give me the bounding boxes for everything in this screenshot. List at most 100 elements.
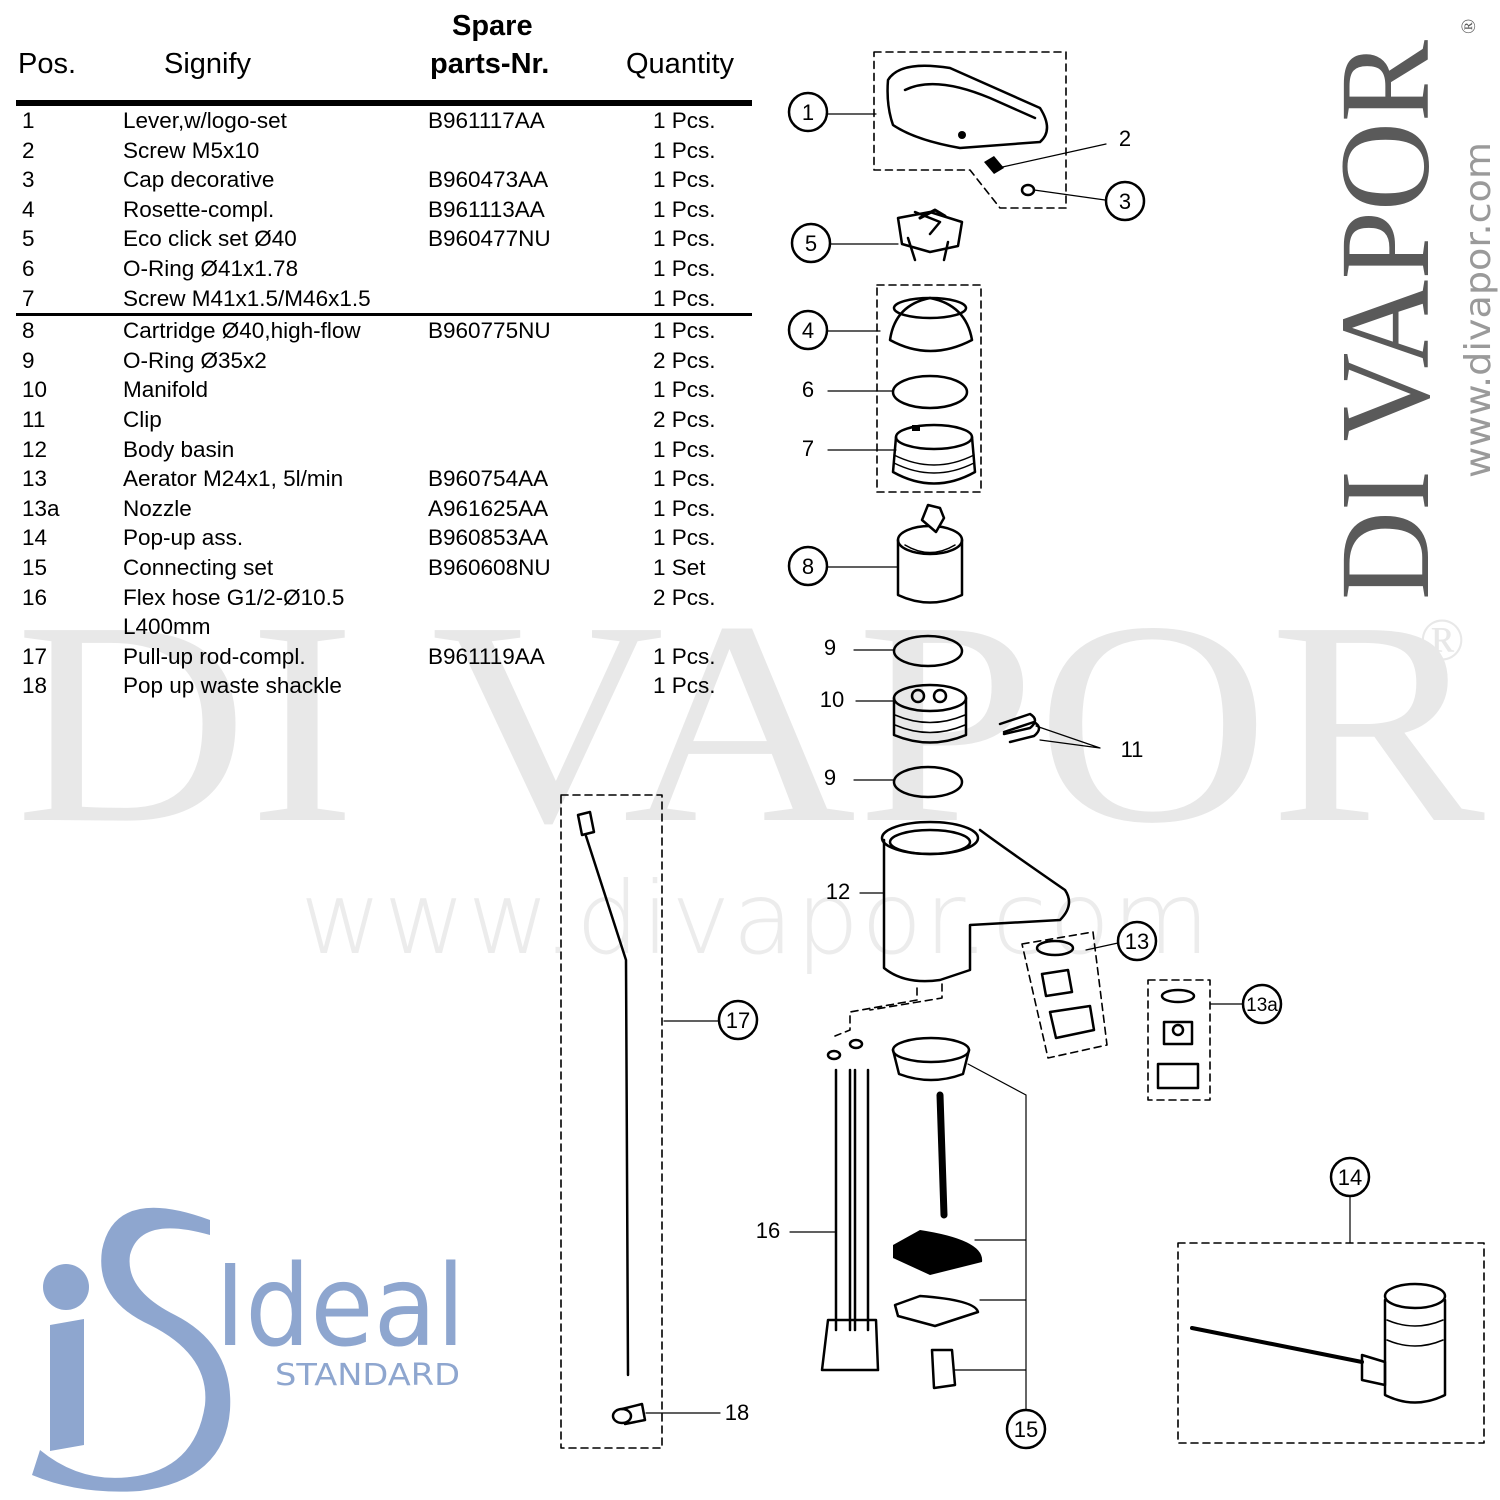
row-signify: O-Ring Ø41x1.78 <box>123 255 299 281</box>
header-quantity: Quantity <box>626 48 734 80</box>
row-qty: 2 Pcs. <box>653 347 716 373</box>
row-part-nr: A961625AA <box>428 495 549 521</box>
table-row: 10 Manifold 1 Pcs. <box>16 375 752 405</box>
table-row: 8 Cartridge Ø40,high-flow B960775NU 1 Pcs. <box>16 316 752 346</box>
group-rosette <box>876 284 982 493</box>
row-pos: 9 <box>22 347 35 373</box>
row-qty: 1 Pcs. <box>653 108 716 133</box>
callout-circle-8 <box>787 545 829 587</box>
row-qty: 1 Pcs. <box>653 466 716 492</box>
row-pos: 2 <box>22 137 35 163</box>
row-pos: 11 <box>22 406 46 432</box>
part-connecting-set <box>891 1036 983 1390</box>
ideal-standard-logo: Ideal STANDARD <box>32 1207 465 1492</box>
row-qty: 1 Pcs. <box>653 167 716 193</box>
watermark-brand-text: DI VAPOR <box>15 585 1487 835</box>
row-part-nr: B960473AA <box>428 167 549 193</box>
part-body-basin <box>880 820 1071 983</box>
part-screw-ring <box>891 423 977 485</box>
header-spare-line1: Spare <box>452 10 533 42</box>
callout-6: 6 <box>802 377 814 402</box>
row-qty: 1 Pcs. <box>653 643 716 669</box>
part-oring-6 <box>891 374 969 410</box>
row-pos: 14 <box>22 525 48 551</box>
row-signify: Pop up waste shackle <box>123 673 342 699</box>
callout-1: 1 <box>802 100 814 125</box>
row-qty: 2 Pcs. <box>653 406 716 432</box>
row-signify: Lever,w/logo-set <box>123 108 287 133</box>
table-header: Pos. Signify Spare parts-Nr. Quantity <box>16 6 752 106</box>
callout-circle-3 <box>1104 180 1146 222</box>
row-signify: Connecting set <box>123 554 274 580</box>
logo-stem <box>50 1319 84 1451</box>
row-pos: 8 <box>22 318 35 344</box>
row-part-nr: B961113AA <box>428 196 545 222</box>
row-signify: Manifold <box>123 377 209 403</box>
callout-16: 16 <box>756 1218 780 1243</box>
row-part-nr: B960608NU <box>428 554 551 580</box>
row-pos: 12 <box>22 436 48 462</box>
part-cartridge <box>896 503 964 604</box>
row-signify: Cartridge Ø40,high-flow <box>123 318 361 344</box>
row-pos: 13 <box>22 466 48 492</box>
watermark-url: www.divapor.com <box>300 860 1212 977</box>
part-nozzle <box>1156 988 1200 1090</box>
part-lever <box>886 64 1049 150</box>
part-aerator <box>1035 939 1096 1040</box>
row-pos: 13a <box>22 495 60 521</box>
group-lever <box>873 51 1067 209</box>
part-cap <box>1020 183 1036 197</box>
row-qty: 1 Pcs. <box>653 255 716 281</box>
callout-circle-13a <box>1241 983 1283 1025</box>
row-qty: 1 Pcs. <box>653 673 716 699</box>
callout-labels: 1 2 3 4 5 6 7 8 9 10 11 9 12 13 13a 14 1… <box>717 91 1371 1450</box>
row-part-nr: B960775NU <box>428 318 551 344</box>
callout-circle-14 <box>1329 1156 1371 1198</box>
row-qty: 1 Pcs. <box>653 137 716 163</box>
row-qty: 1 Set <box>653 554 706 580</box>
watermark-registered-mark: ® <box>1419 607 1465 673</box>
callout-2: 2 <box>1119 126 1131 151</box>
callout-9-top: 9 <box>824 635 836 660</box>
row-signify: Aerator M24x1, 5l/min <box>123 466 344 492</box>
part-clips <box>998 712 1041 744</box>
callout-circle-1 <box>787 91 829 133</box>
part-popup <box>1190 1282 1447 1404</box>
brand-vertical: DI VAPOR ® www.divapor.com <box>1320 19 1499 600</box>
part-manifold <box>892 683 968 744</box>
header-spare-line2: parts-Nr. <box>430 48 550 80</box>
row-pos: 17 <box>22 643 48 669</box>
row-signify: Clip <box>123 406 162 432</box>
brand-vertical-text: DI VAPOR <box>1320 39 1456 600</box>
callout-5: 5 <box>805 231 817 256</box>
logo-sub: STANDARD <box>275 1358 460 1393</box>
callout-7: 7 <box>802 436 814 461</box>
callout-9-bottom: 9 <box>824 765 836 790</box>
row-signify: Nozzle <box>123 495 192 521</box>
row-part-nr: B960853AA <box>428 525 549 551</box>
row-qty: 1 Pcs. <box>653 318 716 344</box>
row-qty: 1 Pcs. <box>653 377 716 403</box>
table-row: L400mm <box>16 612 752 642</box>
row-part-nr: B961119AA <box>428 643 545 669</box>
row-signify: Rosette-compl. <box>123 196 275 222</box>
dashed-hose-guide <box>834 983 943 1037</box>
group-popup <box>1177 1242 1485 1444</box>
row-qty: 1 Pcs. <box>653 525 716 551</box>
row-signify: Pop-up ass. <box>123 525 244 551</box>
part-eco-click <box>896 208 964 262</box>
logo-word: Ideal <box>215 1242 465 1372</box>
group-rod <box>560 794 663 1449</box>
group-nozzle <box>1147 979 1211 1101</box>
row-pos: 10 <box>22 377 48 403</box>
